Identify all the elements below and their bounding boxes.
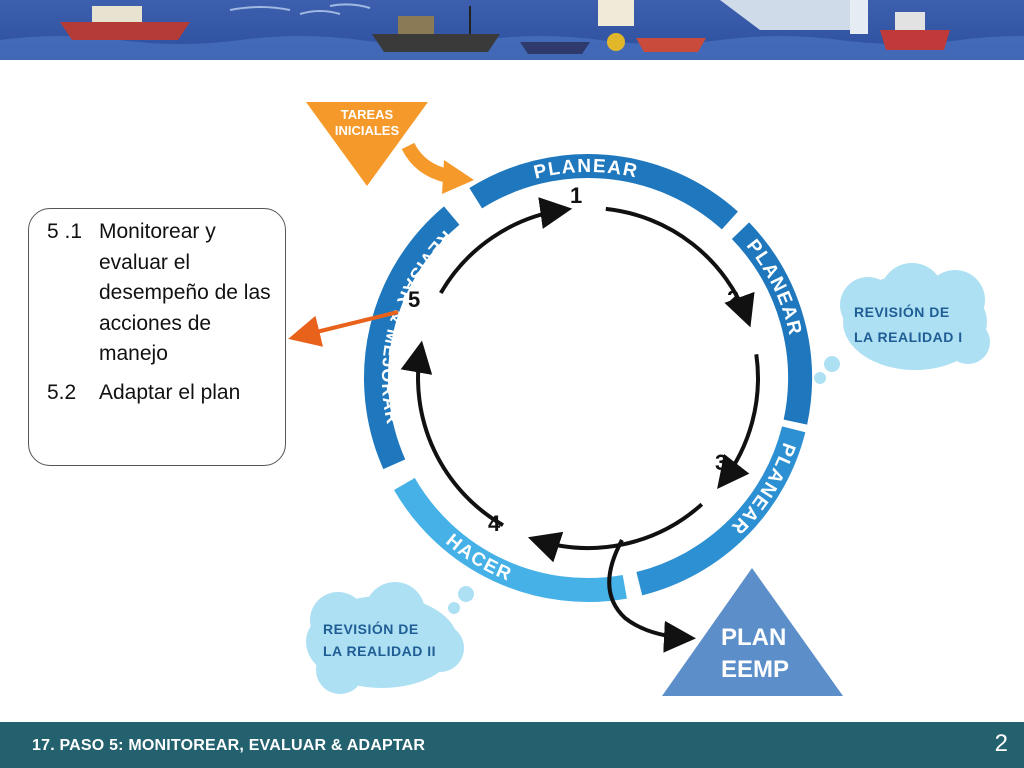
boat-icon	[880, 12, 950, 50]
task-text: Adaptar el plan	[99, 380, 241, 404]
step-number-2: 2	[727, 286, 739, 311]
header-banner-illustration	[0, 0, 1024, 60]
cycle-arrow-4-to-5	[400, 340, 505, 527]
cloud-revision-realidad-2: REVISIÓN DE LA REALIDAD II	[306, 582, 474, 694]
ring-segment-planear-top	[469, 154, 738, 230]
buoy-icon	[598, 0, 634, 51]
footer-title: 17. PASO 5: MONITOREAR, EVALUAR & ADAPTA…	[32, 737, 426, 754]
cloud-1-line1: REVISIÓN DE	[854, 303, 950, 320]
cycle-arrow-3-to-4	[527, 502, 704, 563]
arc-label-planear-lower: PLANEAR	[726, 440, 799, 539]
cloud-2-line2: LA REALIDAD II	[323, 643, 436, 659]
tareas-label-line2: INICIALES	[335, 123, 400, 138]
plan-label-line2: EEMP	[721, 656, 789, 683]
tareas-arrow	[401, 142, 474, 194]
plan-eemp-triangle: PLAN EEMP	[662, 568, 843, 696]
exit-arrow-to-plan	[607, 539, 696, 653]
ring-segment-planear-lower	[636, 426, 806, 596]
task-item-5-2: 5.2 Adaptar el plan	[47, 378, 275, 409]
cloud-revision-realidad-1: REVISIÓN DE LA REALIDAD I	[814, 263, 990, 384]
boat-icon	[60, 6, 190, 40]
boat-icon	[372, 6, 500, 52]
cycle-arrow-2-to-3	[717, 354, 760, 490]
cycle-arrow-1-to-2	[605, 206, 755, 328]
step-number-5: 5	[408, 287, 420, 312]
tareas-label-line1: TAREAS	[341, 107, 394, 122]
boat-icon	[636, 38, 706, 52]
step-number-3: 3	[715, 450, 727, 475]
cloud-1-line2: LA REALIDAD I	[854, 329, 963, 345]
pier-icon	[720, 0, 868, 34]
arc-label-planear-right: PLANEAR	[742, 236, 806, 338]
task-number: 5 .1	[47, 220, 83, 243]
ring-segment-hacer	[394, 477, 627, 603]
pointer-arrow-to-textbox	[288, 310, 399, 347]
boat-icon	[520, 42, 590, 54]
task-text: Monitorear y evaluar el desempeño de las…	[99, 220, 271, 365]
ring-segment-planear-right	[731, 222, 813, 425]
plan-label-line1: PLAN	[721, 624, 786, 651]
arc-label-hacer: HACER	[442, 530, 516, 586]
step-number-1: 1	[570, 183, 582, 208]
task-item-5-1: 5 .1 Monitorear y evaluar el desempeño d…	[47, 217, 275, 370]
step-number-4: 4	[488, 511, 501, 536]
footer-bar: 17. PASO 5: MONITOREAR, EVALUAR & ADAPTA…	[0, 722, 1024, 768]
tareas-iniciales-triangle: TAREAS INICIALES	[306, 102, 428, 186]
cycle-arrow-5-to-1	[439, 197, 573, 295]
step-5-tasks-box: 5 .1 Monitorear y evaluar el desempeño d…	[28, 208, 286, 466]
page-number: 2	[994, 730, 1008, 757]
task-number: 5.2	[47, 380, 77, 404]
cloud-2-line1: REVISIÓN DE	[323, 620, 419, 637]
ring-segment-revisar	[364, 206, 460, 470]
